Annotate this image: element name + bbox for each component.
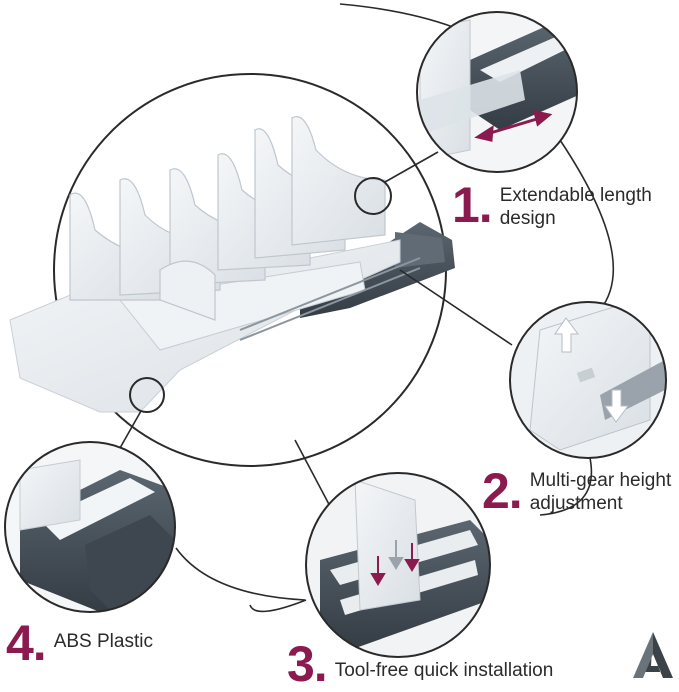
triangle-a-logo xyxy=(633,632,673,678)
feature-2-label: Multi-gear height adjustment xyxy=(529,470,672,514)
feature-4-number: 4. xyxy=(6,615,47,671)
feature-2: 2. Multi-gear height adjustment xyxy=(482,463,679,519)
feature-4: 4. ABS Plastic xyxy=(6,615,153,671)
dish-rack xyxy=(9,116,513,511)
feature-3-number: 3. xyxy=(287,636,328,692)
feature-2-number: 2. xyxy=(482,463,523,519)
down-arrow-icon xyxy=(604,389,629,423)
marker-circle-1 xyxy=(354,177,392,215)
feature-3: 3. Tool-free quick installation xyxy=(287,636,554,692)
detail-circle-install xyxy=(305,472,491,658)
double-arrow-icon xyxy=(474,110,553,142)
detail-circle-material xyxy=(4,441,176,613)
install-arrows-icon xyxy=(370,540,420,586)
feature-3-label: Tool-free quick installation xyxy=(334,660,554,681)
up-arrow-icon xyxy=(554,317,579,353)
feature-1: 1. Extendable length design xyxy=(452,177,679,233)
feature-1-label: Extendable length design xyxy=(499,185,652,229)
detail-circle-height xyxy=(509,301,667,459)
feature-4-label: ABS Plastic xyxy=(53,631,153,652)
detail-circle-extend xyxy=(416,11,578,173)
marker-circle-4 xyxy=(129,377,165,413)
feature-1-number: 1. xyxy=(452,177,493,233)
